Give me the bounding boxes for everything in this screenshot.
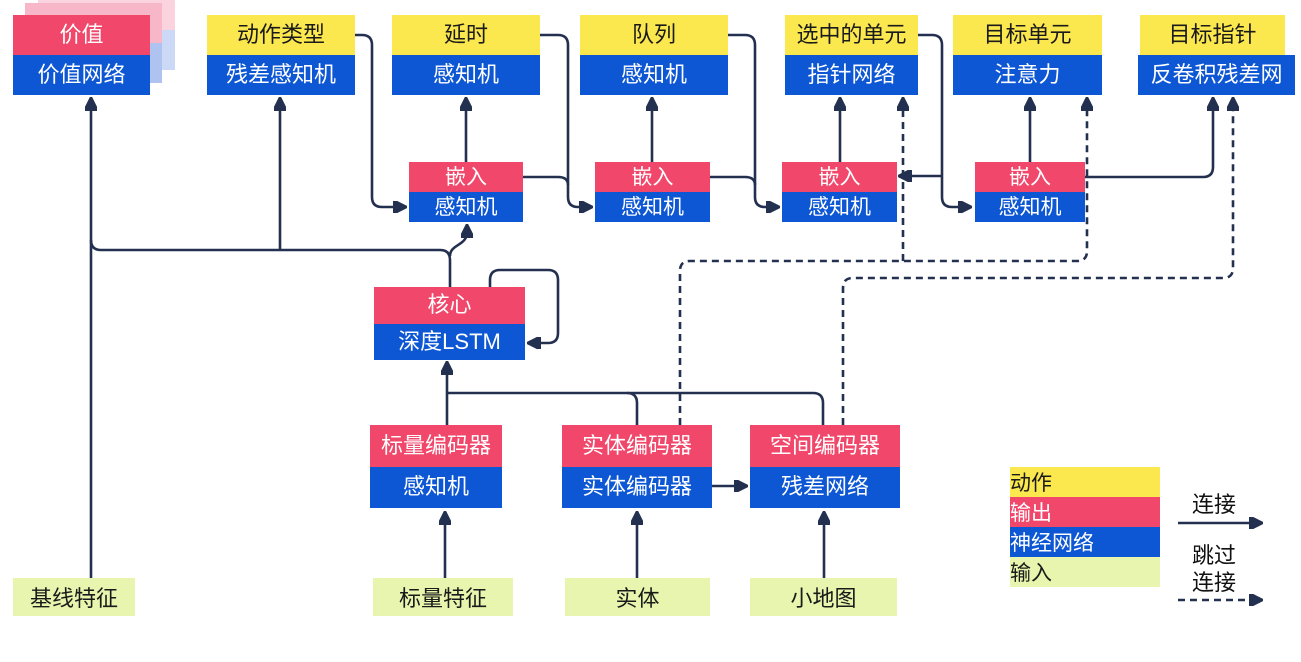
- arrow-core-to-embed1: [448, 227, 467, 257]
- node-delay: 延时 感知机: [392, 15, 540, 95]
- node-embedding-2: 嵌入 感知机: [595, 162, 710, 222]
- arrow-core-self-loop: [488, 268, 560, 343]
- node-target-unit-body: 注意力: [953, 55, 1102, 95]
- node-selected-units-body: 指针网络: [785, 55, 918, 95]
- node-scalar-encoder-header: 标量编码器: [370, 425, 502, 467]
- node-embedding-3-header: 嵌入: [782, 162, 897, 192]
- node-core-header: 核心: [374, 287, 525, 324]
- node-target-point-header: 目标指针: [1140, 15, 1285, 55]
- skip-spatial-to-target-point: [841, 100, 1233, 425]
- line-embed1-merge: [523, 175, 570, 186]
- node-embedding-4-body: 感知机: [975, 192, 1085, 222]
- line-core-output-left: [89, 239, 452, 287]
- skip-connections: [678, 100, 1260, 600]
- node-delay-body: 感知机: [392, 55, 540, 95]
- node-spatial-encoder: 空间编码器 残差网络: [750, 425, 900, 508]
- node-target-point-body: 反卷积残差网: [1138, 55, 1295, 95]
- arrow-queue-to-embed3: [728, 33, 777, 207]
- node-entity-encoder-header: 实体编码器: [562, 425, 712, 467]
- arrow-action-type-to-embed1: [355, 33, 404, 207]
- node-embedding-2-body: 感知机: [595, 192, 710, 222]
- node-embedding-3: 嵌入 感知机: [782, 162, 897, 222]
- node-queue: 队列 感知机: [580, 15, 728, 95]
- arrow-embed4-to-target-point: [1085, 100, 1213, 179]
- node-target-unit: 目标单元 注意力: [953, 15, 1102, 95]
- node-delay-header: 延时: [392, 15, 540, 55]
- node-action-type-header: 动作类型: [207, 15, 355, 55]
- line-embed2-merge: [710, 175, 757, 186]
- node-queue-body: 感知机: [580, 55, 728, 95]
- node-selected-units-header: 选中的单元: [785, 15, 918, 55]
- input-scalar-features: 标量特征: [373, 578, 513, 616]
- legend: 动作 输出 神经网络 输入: [1010, 467, 1160, 616]
- node-value-body: 价值网络: [13, 55, 150, 95]
- line-spatial-encoder-up: [812, 391, 825, 425]
- node-core-body: 深度LSTM: [374, 323, 525, 360]
- node-core: 核心 深度LSTM: [374, 287, 525, 360]
- legend-network: 神经网络: [1010, 527, 1160, 557]
- node-embedding-4-header: 嵌入: [975, 162, 1085, 192]
- node-embedding-4: 嵌入 感知机: [975, 162, 1085, 222]
- node-entity-encoder: 实体编码器 实体编码器: [562, 425, 712, 508]
- node-spatial-encoder-header: 空间编码器: [750, 425, 900, 467]
- legend-output: 输出: [1010, 497, 1160, 527]
- node-embedding-1-header: 嵌入: [409, 162, 523, 192]
- node-scalar-encoder-body: 感知机: [370, 466, 502, 508]
- solid-connections: [89, 33, 1260, 578]
- arrow-delay-to-embed2: [540, 33, 590, 207]
- node-queue-header: 队列: [580, 15, 728, 55]
- node-embedding-3-body: 感知机: [782, 192, 897, 222]
- legend-input: 输入: [1010, 557, 1160, 587]
- node-embedding-2-header: 嵌入: [595, 162, 710, 192]
- node-target-point: 目标指针 反卷积残差网: [1138, 15, 1295, 95]
- node-embedding-1: 嵌入 感知机: [409, 162, 523, 222]
- input-minimap: 小地图: [750, 578, 897, 616]
- node-selected-units: 选中的单元 指针网络: [785, 15, 918, 95]
- node-spatial-encoder-body: 残差网络: [750, 466, 900, 508]
- skip-entity-to-target-unit: [678, 100, 1087, 425]
- node-target-unit-header: 目标单元: [953, 15, 1102, 55]
- legend-connection-label: 连接: [1192, 492, 1237, 517]
- node-entity-encoder-body: 实体编码器: [562, 466, 712, 508]
- node-action-type: 动作类型 残差感知机: [207, 15, 355, 95]
- legend-action: 动作: [1010, 467, 1160, 497]
- node-action-type-body: 残差感知机: [207, 55, 355, 95]
- line-entity-encoder-up: [626, 391, 639, 425]
- legend-skip-label-line2: 连接: [1192, 570, 1237, 595]
- arrow-selected-units-to-embed4: [918, 33, 969, 207]
- input-entities: 实体: [565, 578, 710, 616]
- node-embedding-1-body: 感知机: [409, 192, 523, 222]
- node-value-header: 价值: [13, 15, 150, 55]
- node-value: 价值 价值网络: [13, 15, 150, 95]
- input-baseline-features: 基线特征: [13, 578, 135, 616]
- legend-skip-label-line1: 跳过: [1192, 543, 1237, 568]
- node-scalar-encoder: 标量编码器 感知机: [370, 425, 502, 508]
